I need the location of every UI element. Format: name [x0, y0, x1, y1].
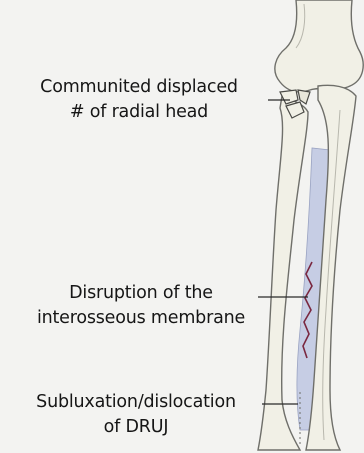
label-line: of DRUJ [0, 415, 272, 440]
label-line: Disruption of the [0, 281, 282, 306]
label-line: Subluxation/dislocation [0, 390, 272, 415]
label-line: # of radial head [8, 100, 270, 125]
label-druj-dislocation: Subluxation/dislocation of DRUJ [0, 390, 272, 440]
label-radial-head-fracture: Communited displaced # of radial head [8, 75, 270, 125]
label-line: interosseous membrane [0, 306, 282, 331]
label-line: Communited displaced [8, 75, 270, 100]
label-membrane-disruption: Disruption of the interosseous membrane [0, 281, 282, 331]
humerus-bone [275, 0, 363, 92]
